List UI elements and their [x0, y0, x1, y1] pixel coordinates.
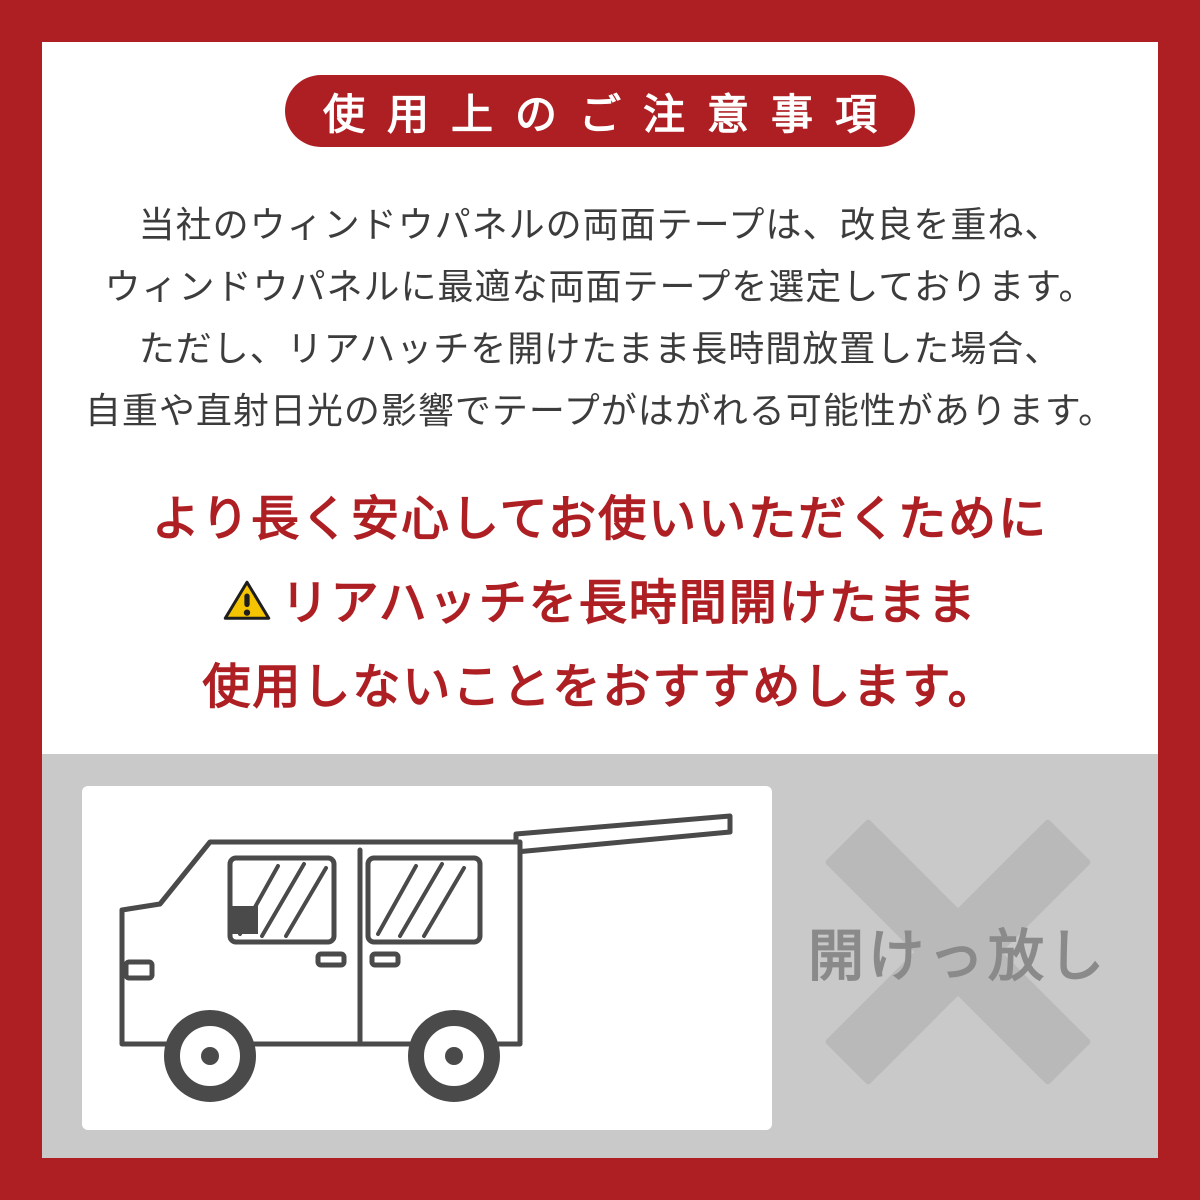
recommendation-line-1: より長く安心してお使いいただくために [151, 493, 1049, 546]
recommendation-text: より長く安心してお使いいただくために リアハッチを長時間開けたまま 使用しないこ… [42, 478, 1158, 730]
content-area: 使用上のご注意事項 当社のウィンドウパネルの両面テープは、改良を重ね、 ウィンド… [42, 42, 1158, 1158]
illustration-caption: 開けっ放し [808, 924, 1108, 988]
section-title: 使用上のご注意事項 [322, 90, 899, 138]
notice-paragraph: 当社のウィンドウパネルの両面テープは、改良を重ね、 ウィンドウパネルに最適な両面… [42, 194, 1158, 442]
notice-line-2: ウィンドウパネルに最適な両面テープを選定しております。 [104, 266, 1096, 307]
notice-line-4: 自重や直射日光の影響でテープがはがれる可能性があります。 [84, 390, 1116, 431]
recommendation-line-2: リアハッチを長時間開けたまま [42, 562, 1158, 646]
warning-triangle-icon [223, 579, 271, 623]
recommendation-line-2-text: リアハッチを長時間開けたまま [280, 577, 978, 630]
van-rear-hatch-open-illustration [119, 813, 733, 1102]
illustration-panel: 開けっ放し [42, 754, 1158, 1158]
notice-line-3: ただし、リアハッチを開けたまま長時間放置した場合、 [138, 328, 1062, 369]
recommendation-line-3: 使用しないことをおすすめします。 [202, 661, 998, 714]
notice-line-1: 当社のウィンドウパネルの両面テープは、改良を重ね、 [138, 204, 1062, 245]
van-illustration-box [82, 786, 772, 1130]
section-title-banner: 使用上のご注意事項 [285, 75, 915, 147]
